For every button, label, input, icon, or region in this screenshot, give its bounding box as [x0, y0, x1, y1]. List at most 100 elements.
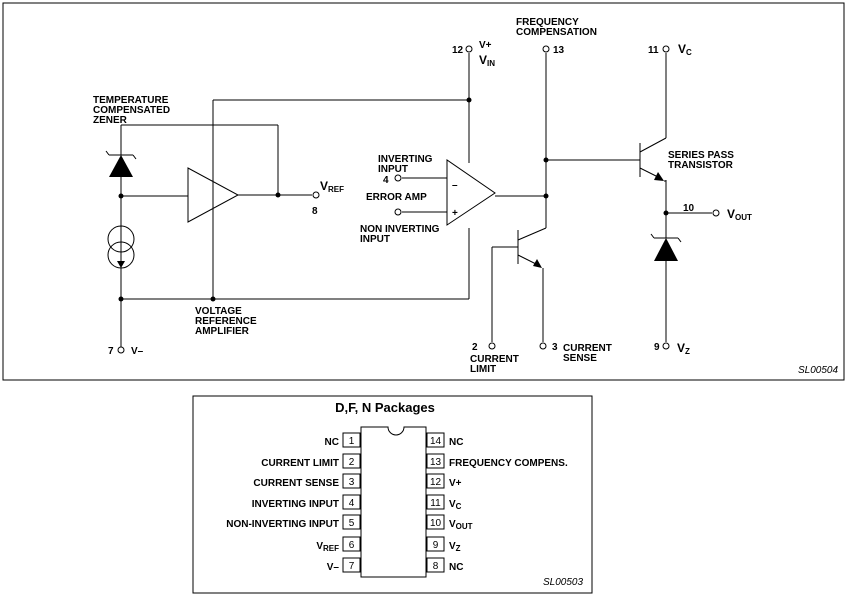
- non-inverting-input-label: NON INVERTING INPUT: [360, 224, 442, 245]
- pin-number: 13: [430, 457, 442, 468]
- pin-label: FREQUENCY COMPENS.: [449, 458, 568, 469]
- vz-pin-number: 9: [654, 342, 660, 353]
- vout-terminal: [712, 209, 720, 217]
- freq-pin-number: 13: [553, 45, 565, 56]
- pin-number: 12: [430, 477, 442, 488]
- pin-box: [342, 494, 361, 510]
- pin-number: 3: [349, 477, 355, 488]
- pin-box: [426, 432, 445, 448]
- junction-dot: [210, 296, 216, 302]
- junction-dot: [118, 296, 124, 302]
- frequency-comp-label: FREQUENCY COMPENSATION: [516, 17, 597, 38]
- pin-number: 11: [430, 498, 441, 509]
- pin-number: 9: [433, 540, 439, 551]
- vin-pin-name: VIN: [479, 53, 495, 68]
- pin-label: VOUT: [449, 519, 473, 531]
- pin-number: 4: [349, 498, 355, 509]
- pin-number: 7: [349, 561, 355, 572]
- pin-label: VZ: [449, 541, 461, 553]
- pin-box: [342, 432, 361, 448]
- pin-box: [426, 453, 445, 469]
- schematic-frame: [2, 2, 845, 381]
- vref-pin-number: 8: [312, 206, 318, 217]
- vplus-terminal: [465, 45, 473, 53]
- current-sense-terminal: [539, 342, 547, 350]
- current-limit-terminal: [488, 342, 496, 350]
- vc-terminal: [662, 45, 670, 53]
- vz-terminal: [662, 342, 670, 350]
- pin-label: NON-INVERTING INPUT: [226, 519, 339, 530]
- non-inverting-input-terminal: [394, 208, 402, 216]
- pin-box: [426, 514, 445, 530]
- series-pass-label: SERIES PASS TRANSISTOR: [668, 150, 737, 171]
- pin-box: [426, 473, 445, 489]
- vref-pin-name: VREF: [320, 179, 344, 194]
- zener-diode-symbol: [105, 150, 137, 177]
- v-minus-pin-number: 7: [108, 346, 114, 357]
- ic-body: [360, 426, 427, 578]
- pin-label: INVERTING INPUT: [252, 499, 339, 510]
- pin-label: CURRENT LIMIT: [261, 458, 339, 469]
- pin-box: [342, 536, 361, 552]
- pin-box: [426, 494, 445, 510]
- inverting-input-terminal: [394, 174, 402, 182]
- vout-pin-number: 10: [683, 203, 695, 214]
- voltage-ref-amp-label: VOLTAGE REFERENCE AMPLIFIER: [195, 306, 259, 337]
- pin-number: 10: [430, 518, 442, 529]
- current-source-symbol: [107, 225, 135, 269]
- series-pass-transistor-symbol: [639, 137, 667, 181]
- inverting-input-label: INVERTING INPUT: [378, 154, 435, 175]
- pin-box: [342, 473, 361, 489]
- pin-label: VC: [449, 499, 462, 511]
- pin-label: V–: [327, 562, 340, 573]
- package-id-code: SL00503: [543, 577, 583, 588]
- vout-pin-name: VOUT: [727, 207, 752, 222]
- error-amp-label: ERROR AMP: [366, 192, 427, 203]
- pin-label: V+: [449, 478, 462, 489]
- pin-number: 2: [349, 457, 355, 468]
- vplus-pin-name: V+: [479, 40, 492, 51]
- current-sense-pin-number: 3: [552, 342, 558, 353]
- current-limit-pin-number: 2: [472, 342, 478, 353]
- junction-dot: [543, 193, 549, 199]
- pin-number: 6: [349, 540, 355, 551]
- current-limit-label: CURRENT LIMIT: [470, 354, 522, 375]
- schematic-id-code: SL00504: [798, 365, 838, 376]
- vc-pin-name: VC: [678, 42, 692, 57]
- package-frame: [192, 395, 593, 594]
- pin-box: [426, 557, 445, 573]
- pin-number: 1: [349, 436, 355, 447]
- current-sense-label: CURRENT SENSE: [563, 343, 615, 364]
- junction-dot: [466, 97, 472, 103]
- pin-label: CURRENT SENSE: [253, 478, 339, 489]
- package-title: D,F, N Packages: [335, 400, 435, 415]
- pin-number: 8: [433, 561, 439, 572]
- pin-box: [342, 557, 361, 573]
- error-amplifier-triangle: [446, 159, 496, 226]
- vref-terminal: [312, 191, 320, 199]
- plus-sign: +: [452, 208, 458, 219]
- output-zener-symbol: [650, 233, 682, 261]
- pin-box: [342, 453, 361, 469]
- pin-label: NC: [325, 437, 339, 448]
- left-pin-group: 1 NC 2 CURRENT LIMIT 3 CURRENT SENSE 4 INVERTIN…: [226, 432, 361, 573]
- vc-pin-number: 11: [648, 45, 659, 56]
- frequency-comp-terminal: [542, 45, 550, 53]
- pin-number: 14: [430, 436, 442, 447]
- vplus-pin-number: 12: [452, 45, 464, 56]
- v-minus-terminal: [117, 346, 125, 354]
- pin-label: VREF: [316, 541, 339, 553]
- temp-zener-label: TEMPERATURE COMPENSATED ZENER: [93, 95, 173, 126]
- pin-box: [342, 514, 361, 530]
- minus-sign: –: [452, 180, 458, 191]
- inverting-pin-number: 4: [383, 175, 389, 186]
- pin-label: NC: [449, 562, 463, 573]
- pin-box: [426, 536, 445, 552]
- pin-number: 5: [349, 518, 355, 529]
- vz-pin-name: VZ: [677, 341, 690, 356]
- current-limit-transistor-symbol: [517, 227, 547, 268]
- v-minus-pin-name: V–: [131, 346, 144, 357]
- pin-label: NC: [449, 437, 463, 448]
